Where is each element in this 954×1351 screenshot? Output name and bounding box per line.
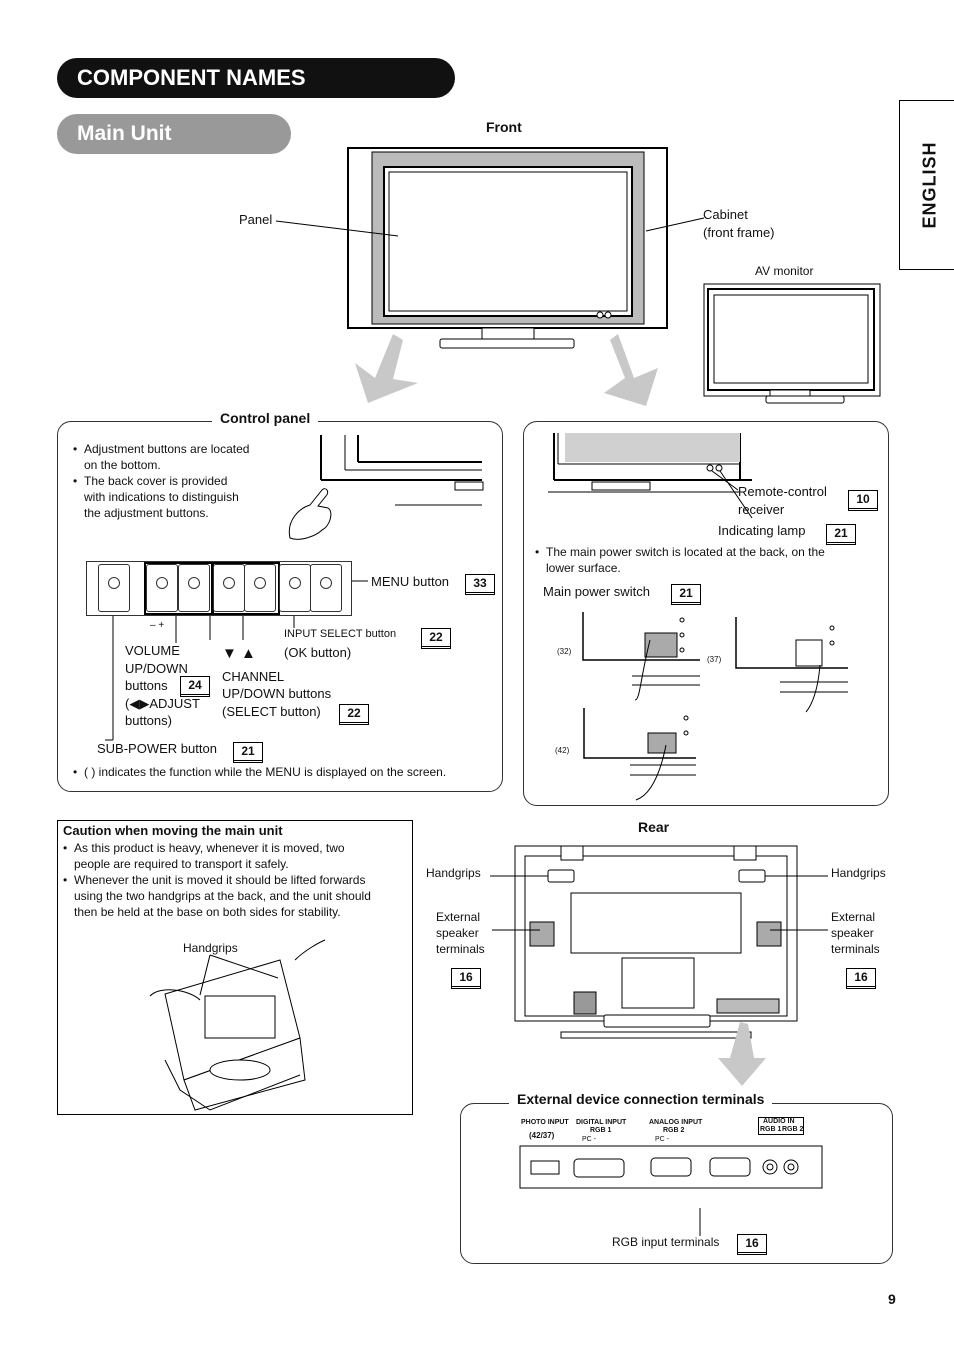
caution-handgrips-label: Handgrips bbox=[183, 941, 238, 955]
pc2-label: PC - bbox=[655, 1136, 669, 1143]
volume-down-button[interactable] bbox=[146, 564, 178, 612]
panel-label: Panel bbox=[239, 212, 273, 227]
rear-ref-left: 16 bbox=[451, 968, 481, 989]
note-1: Adjustment buttons are located bbox=[73, 441, 249, 457]
control-footnote: ( ) indicates the function while the MEN… bbox=[73, 764, 446, 780]
handgrips-right: Handgrips bbox=[831, 866, 886, 880]
language-tab: ENGLISH bbox=[899, 100, 954, 270]
ext-speaker-right-1: External bbox=[831, 910, 876, 924]
audio-rgb1-label: RGB 1 bbox=[760, 1126, 782, 1133]
caution-1: As this product is heavy, whenever it is… bbox=[63, 840, 371, 856]
cabinet-label: Cabinet bbox=[703, 207, 748, 222]
sub-power-ref: 21 bbox=[233, 742, 263, 763]
size-37: (37) bbox=[707, 655, 722, 664]
caution-2b: using the two handgrips at the back, and… bbox=[74, 889, 371, 903]
analog-rgb-label: RGB 2 bbox=[663, 1127, 685, 1134]
control-panel-heading: Control panel bbox=[212, 410, 319, 427]
rear-tv-illustration bbox=[490, 845, 828, 1039]
menu-button-label: MENU button bbox=[371, 574, 450, 589]
channel-up-button[interactable] bbox=[244, 564, 276, 612]
ext-speaker-left-3: terminals bbox=[436, 942, 485, 956]
av-monitor-label: AV monitor bbox=[755, 264, 814, 278]
power-panel-box bbox=[523, 421, 889, 806]
audio-in-label: AUDIO IN bbox=[763, 1118, 795, 1125]
indicating-ref: 21 bbox=[826, 524, 856, 545]
channel-down-button[interactable] bbox=[213, 564, 245, 612]
caution-heading: Caution when moving the main unit bbox=[63, 823, 283, 838]
note-1b: on the bottom. bbox=[84, 458, 161, 472]
power-note: The main power switch is located at the … bbox=[535, 544, 825, 576]
volume-label-5: buttons) bbox=[125, 713, 172, 728]
section-title: Main Unit bbox=[57, 114, 291, 154]
menu-button[interactable] bbox=[310, 564, 342, 612]
caution-box bbox=[57, 820, 413, 1115]
cabinet-label-sub: (front frame) bbox=[703, 225, 775, 240]
caution-1b: people are required to transport it safe… bbox=[74, 857, 289, 871]
ext-speaker-left-1: External bbox=[436, 910, 481, 924]
channel-arrows: ▼ ▲ bbox=[222, 645, 256, 662]
volume-up-button[interactable] bbox=[178, 564, 210, 612]
size-42: (42) bbox=[555, 746, 570, 755]
front-tv-illustration bbox=[275, 147, 705, 349]
menu-ref: 33 bbox=[465, 574, 495, 595]
sub-power-label: SUB-POWER button bbox=[97, 741, 217, 756]
control-panel-notes: Adjustment buttons are located on the bo… bbox=[73, 441, 249, 521]
photo-input-label: PHOTO INPUT bbox=[521, 1119, 569, 1126]
size-32: (32) bbox=[557, 647, 572, 656]
footnote-text: ( ) indicates the function while the MEN… bbox=[73, 764, 446, 780]
page-title: COMPONENT NAMES bbox=[57, 58, 455, 98]
input-select-ref: 22 bbox=[421, 628, 451, 649]
photo-size-label: (42/37) bbox=[529, 1131, 555, 1140]
volume-label-1: VOLUME bbox=[125, 643, 180, 658]
terminal-strip-illustration bbox=[519, 1145, 823, 1236]
main-power-ref: 21 bbox=[671, 584, 701, 605]
volume-label-4: (◀▶ADJUST bbox=[125, 696, 200, 711]
input-select-button[interactable] bbox=[279, 564, 311, 612]
volume-label-3: buttons bbox=[125, 678, 168, 693]
rear-ref-right: 16 bbox=[846, 968, 876, 989]
rgb-input-ref: 16 bbox=[737, 1234, 767, 1255]
channel-label-2: UP/DOWN buttons bbox=[222, 686, 332, 701]
ext-speaker-left-2: speaker bbox=[436, 926, 479, 940]
volume-ref: 24 bbox=[180, 676, 210, 697]
caution-2: Whenever the unit is moved it should be … bbox=[63, 872, 371, 888]
remote-label-2: receiver bbox=[738, 502, 785, 517]
front-heading: Front bbox=[486, 119, 522, 135]
main-power-label: Main power switch bbox=[543, 584, 650, 599]
remote-ref: 10 bbox=[848, 490, 878, 511]
volume-label-2: UP/DOWN bbox=[125, 661, 188, 676]
digital-rgb-label: RGB 1 bbox=[590, 1127, 612, 1134]
handgrips-left: Handgrips bbox=[426, 866, 481, 880]
indicating-lamp-label: Indicating lamp bbox=[718, 523, 806, 538]
note-2c: the adjustment buttons. bbox=[84, 506, 209, 520]
minus-plus-label: – + bbox=[150, 620, 165, 631]
caution-notes: As this product is heavy, whenever it is… bbox=[63, 840, 371, 920]
audio-in-box bbox=[758, 1117, 804, 1135]
ext-speaker-right-2: speaker bbox=[831, 926, 874, 940]
rear-heading: Rear bbox=[638, 819, 670, 835]
note-2b: with indications to distinguish bbox=[84, 490, 239, 504]
power-note-1: The main power switch is located at the … bbox=[535, 544, 825, 560]
rgb-input-label: RGB input terminals bbox=[612, 1235, 720, 1249]
pc1-label: PC - bbox=[582, 1136, 596, 1143]
caution-2c: then be held at the base on both sides f… bbox=[74, 905, 341, 919]
ok-button-label: (OK button) bbox=[284, 645, 352, 660]
terminals-heading: External device connection terminals bbox=[509, 1091, 773, 1108]
carry-illustration bbox=[149, 939, 326, 1111]
digital-input-label: DIGITAL INPUT bbox=[576, 1119, 627, 1126]
channel-label-3: (SELECT button) bbox=[222, 704, 321, 719]
av-monitor-illustration bbox=[703, 283, 881, 404]
remote-label-1: Remote-control bbox=[738, 484, 827, 499]
note-2: The back cover is provided bbox=[73, 473, 249, 489]
power-note-2: lower surface. bbox=[546, 561, 621, 575]
channel-label-1: CHANNEL bbox=[222, 669, 285, 684]
ext-speaker-right-3: terminals bbox=[831, 942, 880, 956]
channel-ref: 22 bbox=[339, 704, 369, 725]
analog-input-label: ANALOG INPUT bbox=[649, 1119, 703, 1126]
input-select-label: INPUT SELECT button bbox=[284, 628, 397, 640]
sub-power-button[interactable] bbox=[98, 564, 130, 612]
audio-rgb2-label: RGB 2 bbox=[782, 1126, 804, 1133]
page-number: 9 bbox=[888, 1291, 896, 1307]
